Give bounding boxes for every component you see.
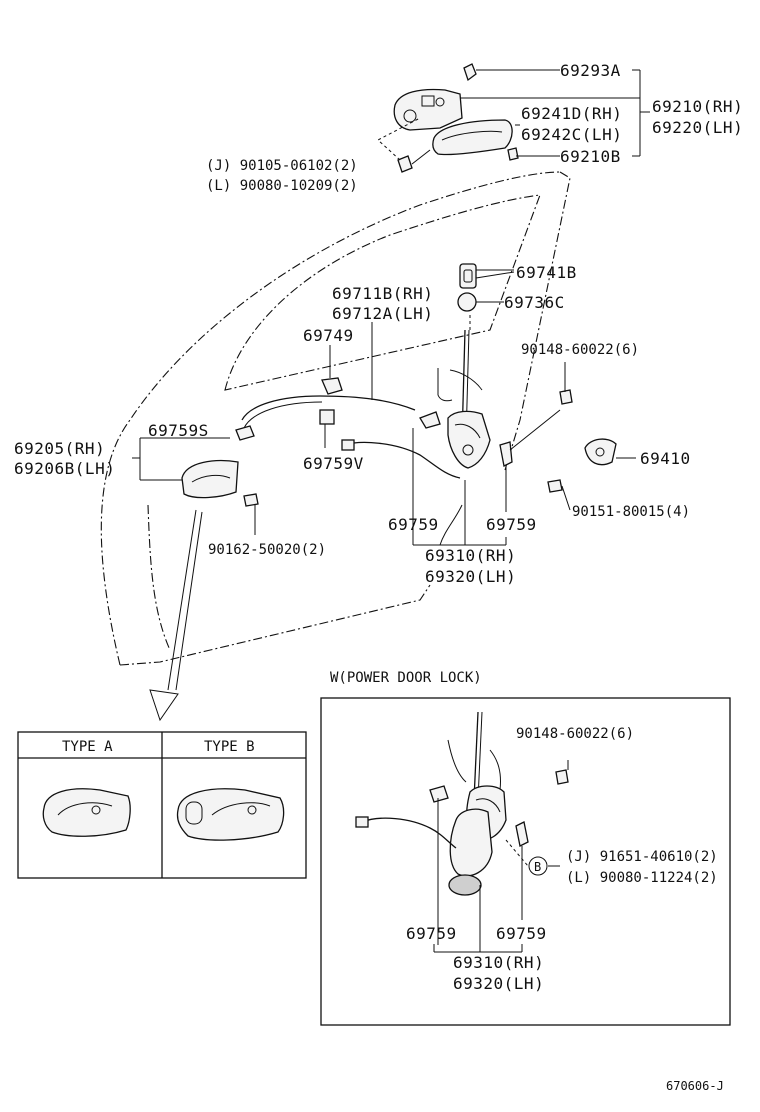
power-lock-assembly (355, 711, 569, 896)
label-69711b: 69711B(RH) (332, 284, 433, 303)
label-69759-b: 69759 (486, 515, 537, 534)
lock-cable (235, 377, 461, 479)
label-90162: 90162-50020(2) (208, 542, 326, 558)
lock-striker-parts (547, 389, 617, 493)
handle-type-table (17, 731, 307, 879)
label-69741b: 69741B (516, 263, 577, 282)
power-lock-leaders (433, 798, 560, 953)
label-69206b: 69206B(LH) (14, 459, 115, 478)
lock-knob-parts (457, 263, 515, 441)
door-outline (100, 171, 571, 666)
type-a-handle (42, 788, 131, 837)
type-b-label: TYPE B (204, 739, 255, 755)
label-69210b: 69210B (560, 147, 621, 166)
label-69205: 69205(RH) (14, 439, 105, 458)
marker-b-circle (528, 856, 548, 876)
label-69759-d: 69759 (496, 924, 547, 943)
label-90080-b: (L) 90080-11224(2) (566, 870, 718, 886)
label-69320-b: 69320(LH) (453, 974, 544, 993)
label-69749: 69749 (303, 326, 354, 345)
power-door-lock-box (320, 697, 731, 1026)
label-69220: 69220(LH) (652, 118, 743, 137)
type-arrow (149, 509, 203, 722)
label-69759s: 69759S (148, 421, 209, 440)
label-69712a: 69712A(LH) (332, 304, 433, 323)
label-69410: 69410 (640, 449, 691, 468)
label-69210: 69210(RH) (652, 97, 743, 116)
label-69736c: 69736C (504, 293, 565, 312)
inside-handle (181, 459, 259, 507)
label-69320-a: 69320(LH) (425, 567, 516, 586)
label-90148-b: 90148-60022(6) (516, 726, 634, 742)
diagram-code: 670606-J (666, 1079, 724, 1093)
door-lock-assembly (419, 368, 561, 469)
label-69759-c: 69759 (406, 924, 457, 943)
type-b-handle (176, 788, 285, 841)
marker-b-label: B (534, 860, 541, 874)
type-a-label: TYPE A (62, 739, 113, 755)
label-90105: (J) 90105-06102(2) (206, 158, 358, 174)
power-door-lock-title: W(POWER DOOR LOCK) (330, 670, 482, 686)
label-69759v: 69759V (303, 454, 364, 473)
label-90151: 90151-80015(4) (572, 504, 690, 520)
label-69293a: 69293A (560, 61, 621, 80)
label-69310-a: 69310(RH) (425, 546, 516, 565)
outside-handle-leaders (411, 69, 650, 165)
outside-handle-assembly (377, 63, 519, 173)
label-90080-a: (L) 90080-10209(2) (206, 178, 358, 194)
label-69310-b: 69310(RH) (453, 953, 544, 972)
label-69759-a: 69759 (388, 515, 439, 534)
label-91651: (J) 91651-40610(2) (566, 849, 718, 865)
label-90148-a: 90148-60022(6) (521, 342, 639, 358)
label-69241d: 69241D(RH) (521, 104, 622, 123)
middle-leaders (132, 269, 636, 546)
label-69242c: 69242C(LH) (521, 125, 622, 144)
